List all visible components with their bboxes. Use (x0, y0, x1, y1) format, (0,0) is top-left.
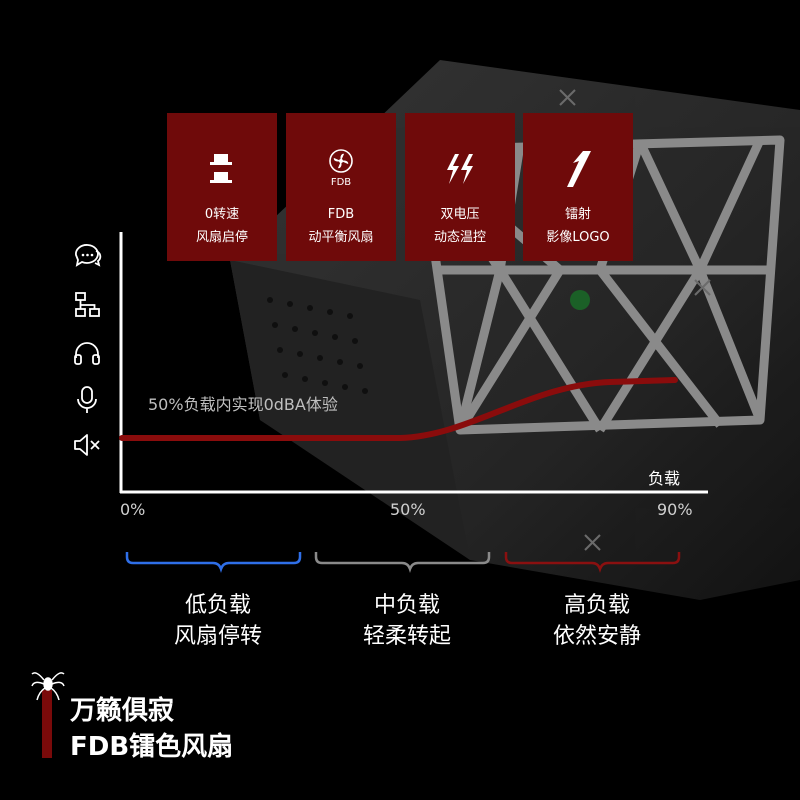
fan-stop-icon (202, 147, 242, 191)
feature-subtitle: 风扇启停 (195, 230, 248, 245)
range-title: 高负载 (563, 593, 630, 618)
mid-load-label: 中负载 轻柔转起 (317, 590, 497, 652)
spider-logo-icon (31, 672, 65, 758)
mid-load-bracket (314, 552, 491, 573)
curve-note: 50%负载内实现0dBA体验 (148, 395, 338, 414)
feature-card-fdb: FDB FDB 动平衡风扇 (286, 113, 396, 261)
feature-title: 0转速 (204, 207, 240, 222)
hierarchy-icon (75, 292, 100, 317)
speaker-mute-icon (74, 434, 100, 456)
brand-title: 万籁俱寂 (70, 696, 175, 726)
laser-logo-icon (558, 147, 598, 191)
range-desc: 风扇停转 (173, 624, 262, 649)
tick-label: 90% (657, 500, 693, 519)
low-load-label: 低负载 风扇停转 (128, 590, 308, 652)
x-axis-label: 负载 (648, 469, 681, 488)
feature-title: 镭射 (564, 207, 591, 222)
feature-card-dual-voltage: 双电压 动态温控 (405, 113, 515, 261)
feature-subtitle: 动态温控 (433, 230, 486, 245)
low-load-bracket (125, 552, 302, 573)
chat-bubbles-icon (75, 244, 102, 267)
feature-subtitle: 动平衡风扇 (308, 230, 374, 245)
feature-title: FDB (327, 207, 355, 222)
headphones-icon (74, 342, 100, 365)
range-desc: 轻柔转起 (362, 624, 451, 649)
fan-noise-curve (119, 377, 678, 441)
fan-icon-caption: FDB (330, 176, 352, 188)
range-title: 低负载 (184, 593, 251, 618)
range-desc: 依然安静 (552, 624, 641, 649)
brand-subtitle: FDB镭色风扇 (70, 732, 234, 762)
feature-subtitle: 影像LOGO (546, 230, 610, 245)
high-load-bracket (504, 552, 681, 573)
range-title: 中负载 (373, 593, 440, 618)
high-load-label: 高负载 依然安静 (507, 590, 687, 652)
tick-label: 0% (120, 500, 146, 519)
lightning-icon (440, 147, 480, 191)
tick-label: 50% (390, 500, 426, 519)
feature-card-laser-logo: 镭射 影像LOGO (523, 113, 633, 261)
fan-blade-icon: FDB (321, 147, 361, 191)
microphone-icon (77, 386, 97, 413)
feature-title: 双电压 (440, 207, 480, 222)
feature-card-zero-rpm: 0转速 风扇启停 (167, 113, 277, 261)
